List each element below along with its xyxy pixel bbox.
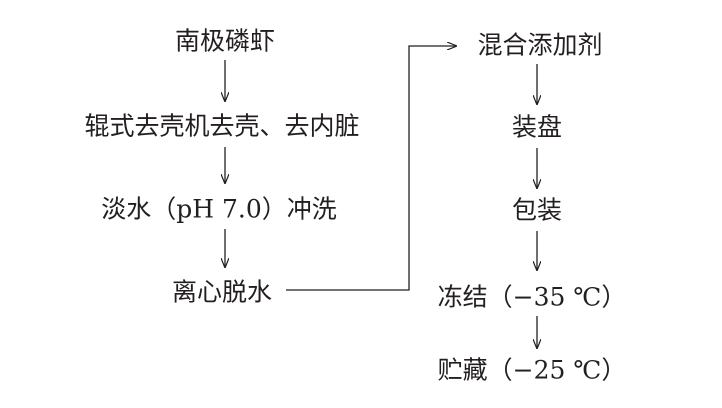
step-packaging: 包装 [511,195,563,225]
step-antarctic-krill: 南极磷虾 [174,26,276,56]
step-roller-peeling: 辊式去壳机去壳、去内脏 [84,111,360,141]
step-freezing: 冻结（−35 ℃） [437,282,627,312]
connector-step4-to-step5 [286,46,456,291]
step-storage: 贮藏（−25 ℃） [437,355,627,385]
step-freshwater-rinse: 淡水（pH 7.0）冲洗 [101,194,337,224]
step-mix-additives: 混合添加剂 [477,30,603,60]
step-centrifugal-dewatering: 离心脱水 [171,277,273,307]
step-tray-loading: 装盘 [511,112,563,142]
